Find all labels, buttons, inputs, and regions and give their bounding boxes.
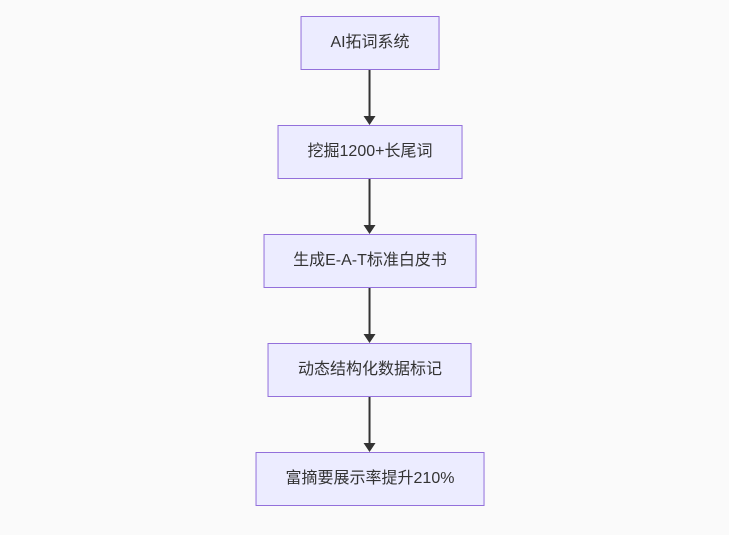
arrow-down-connector [364, 179, 376, 234]
flow-node-structured-data: 动态结构化数据标记 [267, 343, 472, 397]
arrow-down-connector [364, 288, 376, 343]
arrow-line [369, 70, 371, 117]
arrow-down-connector [364, 70, 376, 125]
flow-node-label: 生成E-A-T标准白皮书 [293, 252, 447, 269]
arrow-down-connector [364, 397, 376, 452]
arrowhead-down-icon [364, 443, 376, 452]
flow-node-label: 动态结构化数据标记 [297, 361, 442, 378]
flow-node-label: 富摘要展示率提升210% [285, 470, 455, 487]
flow-node-eat-whitepaper: 生成E-A-T标准白皮书 [263, 234, 477, 288]
flow-node-label: AI拓词系统 [330, 34, 410, 51]
arrowhead-down-icon [364, 334, 376, 343]
arrow-line [369, 397, 371, 444]
flow-node-rich-snippet-result: 富摘要展示率提升210% [255, 452, 485, 506]
arrow-line [369, 179, 371, 226]
flowchart-column: AI拓词系统 挖掘1200+长尾词 生成E-A-T标准白皮书 动态结构化数据标记 [255, 16, 485, 506]
arrowhead-down-icon [364, 225, 376, 234]
arrow-line [369, 288, 371, 335]
flow-node-ai-word-system: AI拓词系统 [300, 16, 440, 70]
flow-node-label: 挖掘1200+长尾词 [307, 143, 433, 160]
flow-node-longtail-mining: 挖掘1200+长尾词 [277, 125, 463, 179]
arrowhead-down-icon [364, 116, 376, 125]
